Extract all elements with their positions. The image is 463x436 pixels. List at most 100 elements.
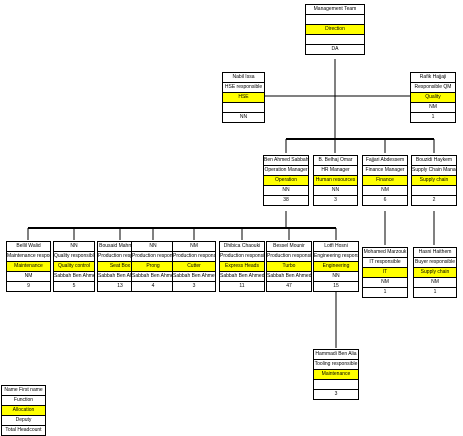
node-maintenance[interactable]: Bellil Walid Maintenance responsible Mai… xyxy=(6,241,51,292)
deputy-cell: NM xyxy=(411,103,455,113)
function-cell: Responsible QM xyxy=(411,83,455,93)
allocation-cell: Human resources xyxy=(314,176,357,186)
node-buyer[interactable]: Hasni Haithem Buyer responsible Supply c… xyxy=(413,247,457,298)
node-supply-chain[interactable]: Bouzidi Haykem Supply Chain Manager Supp… xyxy=(411,155,457,206)
allocation-cell: HSE xyxy=(223,93,264,103)
legend-name: Name First name xyxy=(2,386,45,396)
allocation-cell: Express Heads xyxy=(220,262,264,272)
name-cell: Management Team xyxy=(306,5,364,15)
allocation-cell: Maintenance xyxy=(314,370,358,380)
node-finance[interactable]: Fajjari Abdessem Finance Manager Finance… xyxy=(362,155,408,206)
node-express-heads[interactable]: Dhibica Chaouki Production responsible E… xyxy=(219,241,265,292)
deputy-cell xyxy=(223,103,264,113)
node-quality-control[interactable]: NN Quality responsible Quality control S… xyxy=(53,241,95,292)
allocation-cell: Maintenance xyxy=(7,262,50,272)
headcount-cell: 1 xyxy=(431,114,435,120)
legend-headcount: Total Headcount xyxy=(5,427,42,433)
node-it[interactable]: Mohamed Marzouk IT responsible IT NM 1 xyxy=(362,247,408,298)
headcount-cell: 38 xyxy=(283,197,289,203)
deputy-cell: Sabbah Ben Ahmed xyxy=(173,272,215,282)
name-cell: Rafik Hajjaji xyxy=(411,73,455,83)
function-cell: Production responsible xyxy=(220,252,264,262)
deputy-cell: Sabbah Ben Ahmed xyxy=(132,272,174,282)
node-operation[interactable]: Ben Ahmed Sabbah Operation Manager Opera… xyxy=(263,155,309,206)
deputy-cell: Sabbah Ben Ahmed xyxy=(54,272,94,282)
headcount-cell: 3 xyxy=(192,283,196,289)
deputy-cell: NM xyxy=(363,278,407,288)
headcount-cell: 9 xyxy=(27,283,30,289)
headcount-cell: 13 xyxy=(117,283,123,289)
function-cell: Quality responsible xyxy=(54,252,94,262)
node-turbo[interactable]: Bessel Mounir Production responsible Tur… xyxy=(266,241,312,292)
function-cell: Finance Manager xyxy=(363,166,407,176)
name-cell: Lotfi Hosni xyxy=(314,242,358,252)
allocation-cell: Quality control xyxy=(54,262,94,272)
deputy-cell: NN xyxy=(314,272,358,282)
deputy-cell xyxy=(314,380,358,390)
headcount-cell: 3 xyxy=(334,391,338,397)
function-cell: Production responsible xyxy=(98,252,142,262)
allocation-cell: Cutter xyxy=(173,262,215,272)
name-cell: Hasni Haithem xyxy=(414,248,456,258)
node-hse[interactable]: Nabil Issa HSE responsible HSE NN xyxy=(222,72,265,123)
function-cell: Production responsible xyxy=(173,252,215,262)
function-cell: Tooling responsible xyxy=(314,360,358,370)
allocation-cell: Prong xyxy=(132,262,174,272)
headcount-cell: 15 xyxy=(333,283,339,289)
node-quality[interactable]: Rafik Hajjaji Responsible QM Quality NM … xyxy=(410,72,456,123)
name-cell: Hammadi Ben Alia xyxy=(314,350,358,360)
headcount-cell: DA xyxy=(331,46,339,52)
headcount-cell: NN xyxy=(239,114,248,120)
function-cell: HSE responsible xyxy=(223,83,264,93)
deputy-cell xyxy=(412,186,456,196)
allocation-cell: Quality xyxy=(411,93,455,103)
function-cell: Maintenance responsible xyxy=(7,252,50,262)
headcount-cell: 1 xyxy=(383,289,387,295)
node-cutter[interactable]: NM Production responsible Cutter Sabbah … xyxy=(172,241,216,292)
allocation-cell: Supply chain xyxy=(414,268,456,278)
allocation-cell: IT xyxy=(363,268,407,278)
name-cell: Bellil Walid xyxy=(7,242,50,252)
name-cell: Ben Ahmed Sabbah xyxy=(264,156,308,166)
node-tooling[interactable]: Hammadi Ben Alia Tooling responsible Mai… xyxy=(313,349,359,400)
node-engineering[interactable]: Lotfi Hosni Engineering responsible Engi… xyxy=(313,241,359,292)
deputy-cell: NN xyxy=(264,186,308,196)
name-cell: B. Belhaj Omar xyxy=(314,156,357,166)
deputy-cell: NM xyxy=(363,186,407,196)
function-cell: Production responsible xyxy=(267,252,311,262)
legend-deputy: Deputy xyxy=(2,416,45,426)
allocation-cell: Operation xyxy=(264,176,308,186)
function-cell: Supply Chain Manager xyxy=(412,166,456,176)
headcount-cell: 6 xyxy=(383,197,387,203)
name-cell: NM xyxy=(173,242,215,252)
function-cell xyxy=(306,15,364,25)
name-cell: Fajjari Abdessem xyxy=(363,156,407,166)
deputy-cell: Sabbah Ben Ahmed xyxy=(267,272,311,282)
name-cell: Bessel Mounir xyxy=(267,242,311,252)
legend-box: Name First name Function Allocation Depu… xyxy=(1,385,46,436)
name-cell: Bousaid Mahmoud xyxy=(98,242,142,252)
node-human-resources[interactable]: B. Belhaj Omar HR Manager Human resource… xyxy=(313,155,358,206)
node-management-team[interactable]: Management Team Direction DA xyxy=(305,4,365,55)
function-cell: Production responsible xyxy=(132,252,174,262)
name-cell: Bouzidi Haykem xyxy=(412,156,456,166)
allocation-cell: Engineering xyxy=(314,262,358,272)
deputy-cell: NM xyxy=(7,272,50,282)
name-cell: Nabil Issa xyxy=(223,73,264,83)
name-cell: Dhibica Chaouki xyxy=(220,242,264,252)
function-cell: Engineering responsible xyxy=(314,252,358,262)
headcount-cell: 4 xyxy=(151,283,155,289)
function-cell: IT responsible xyxy=(363,258,407,268)
node-prong[interactable]: NN Production responsible Prong Sabbah B… xyxy=(131,241,175,292)
function-cell: HR Manager xyxy=(314,166,357,176)
headcount-cell: 47 xyxy=(286,283,292,289)
legend-allocation: Allocation xyxy=(2,406,45,416)
allocation-cell: Finance xyxy=(363,176,407,186)
headcount-cell: 1 xyxy=(433,289,437,295)
deputy-cell: NN xyxy=(314,186,357,196)
allocation-cell: Direction xyxy=(306,25,364,35)
deputy-cell: Sabbah Ben Ahmed xyxy=(98,272,142,282)
name-cell: NN xyxy=(54,242,94,252)
